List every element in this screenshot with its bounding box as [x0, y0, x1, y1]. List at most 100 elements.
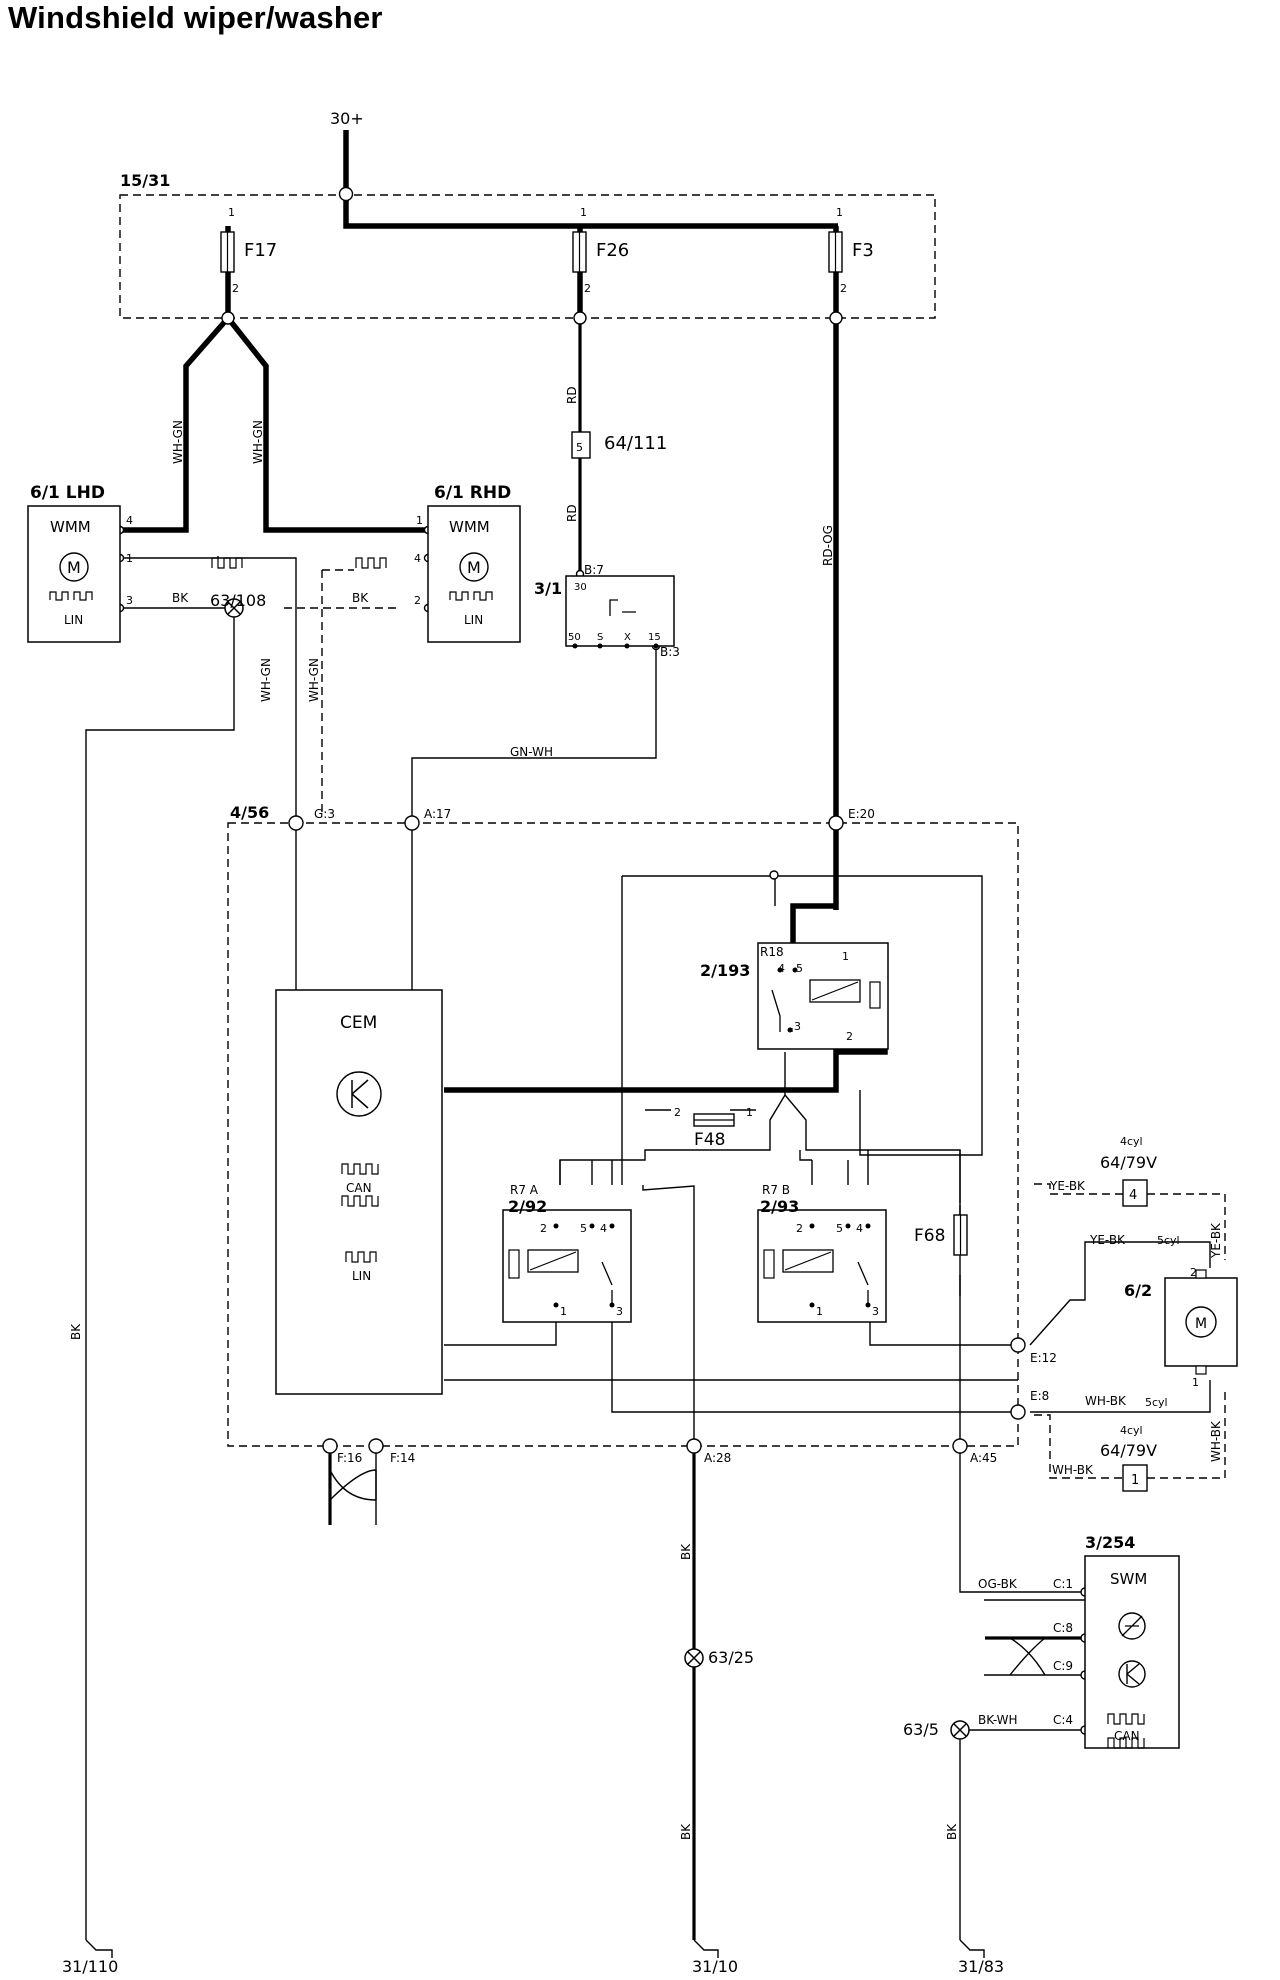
ign-pin-50: 50 — [568, 632, 581, 643]
cem-label: CEM — [340, 1013, 377, 1033]
pin-label: 1 — [416, 514, 423, 527]
fuse-f17 — [220, 231, 235, 273]
pin-label: 2 — [796, 1222, 803, 1235]
connector-c9-label: C:9 — [1053, 1659, 1073, 1673]
pin-label: 3 — [872, 1305, 879, 1318]
connector-e12-label: E:12 — [1030, 1351, 1057, 1365]
label-ignition: 3/1 — [534, 579, 562, 598]
label-f3: F3 — [852, 240, 874, 261]
wire-color-label: WH-GN — [307, 658, 321, 702]
wire-color-label: BK-WH — [978, 1713, 1018, 1727]
connector-e20-label: E:20 — [848, 807, 875, 821]
connector-f16 — [322, 1438, 338, 1454]
label-64-111: 64/111 — [604, 433, 667, 454]
label-cem-box: 4/56 — [230, 803, 269, 822]
wire-color-label: RD — [565, 504, 579, 522]
wh-bk-dashed — [1034, 1392, 1226, 1479]
connector-64-79v-bot: 1 — [1122, 1464, 1148, 1492]
pin-label: 2 — [540, 1222, 547, 1235]
label-31-83: 31/83 — [958, 1957, 1004, 1976]
label-f17: F17 — [244, 240, 277, 261]
connector-c4-label: C:4 — [1053, 1713, 1073, 1727]
pin-label: 5 — [836, 1222, 843, 1235]
ground-31-110 — [85, 1939, 113, 1958]
pin-label: 2 — [1190, 1266, 1197, 1279]
pin-label: 1 — [746, 1106, 753, 1119]
label-wmm-rhd: 6/1 RHD — [434, 483, 511, 503]
pin-label: 2 — [846, 1030, 853, 1043]
connector-c1-label: C:1 — [1053, 1577, 1073, 1591]
wmm-rhd-module — [427, 505, 521, 643]
connector-c8-label: C:8 — [1053, 1621, 1073, 1635]
can-twist-cem — [329, 1469, 377, 1501]
connector-64-111: 5 — [571, 431, 591, 459]
wire-color-label: WH-GN — [251, 420, 265, 464]
label-63-108: 63/108 — [210, 591, 266, 610]
cem-lin-label: LIN — [352, 1269, 371, 1283]
label-f48: F48 — [694, 1130, 725, 1150]
wire-color-label: YE-BK — [1049, 1179, 1086, 1193]
pin-label: 4 — [600, 1222, 607, 1235]
label-f26: F26 — [596, 240, 629, 261]
label-31-10: 31/10 — [692, 1957, 738, 1976]
svg-text:4: 4 — [1129, 1188, 1137, 1203]
label-2-93: 2/93 — [760, 1197, 799, 1216]
fuse-f3 — [828, 231, 843, 273]
diagram-title: Windshield wiper/washer — [8, 0, 383, 35]
can-twist-swm — [1009, 1637, 1046, 1676]
lin-rhd-label: LIN — [464, 613, 483, 627]
wire-color-label: YE-BK — [1089, 1233, 1126, 1247]
pin-label: 1 — [560, 1305, 567, 1318]
fusebox-boundary — [119, 194, 936, 319]
wire-color-label: BK — [172, 591, 189, 605]
wire-color-label: BK — [945, 1823, 959, 1840]
wire-30plus — [343, 130, 838, 229]
connector-f16-label: F:16 — [337, 1451, 362, 1465]
pump-motor-label: M — [1195, 1316, 1207, 1332]
label-31-110: 31/110 — [62, 1957, 118, 1976]
splice-63-25 — [684, 1648, 704, 1668]
wmm-lhd-module — [27, 505, 121, 643]
label-30plus: 30+ — [330, 109, 364, 128]
lin-pulse-lhd — [211, 557, 243, 569]
connector-g3 — [288, 815, 304, 831]
pin-label: 1 — [228, 206, 235, 219]
wire-color-label: BK — [352, 591, 369, 605]
lin-rhd-dashed — [280, 569, 396, 812]
wire-color-label: WH-BK — [1085, 1394, 1127, 1408]
cem-can-label: CAN — [346, 1181, 372, 1195]
label-4cyl-top: 4cyl — [1120, 1135, 1143, 1148]
ign-pin-30: 30 — [574, 582, 587, 593]
pin-f26-2 — [573, 311, 587, 325]
connector-a28-label: A:28 — [704, 1451, 731, 1465]
label-64-79v-bot: 64/79V — [1100, 1441, 1157, 1460]
connector-e8 — [1010, 1404, 1026, 1420]
wire-color-label: BK — [69, 1323, 83, 1340]
pin-label: 1 — [836, 206, 843, 219]
wmm-lhd-label: WMM — [50, 518, 91, 536]
relay-r7a — [502, 1209, 632, 1323]
cem-module — [275, 989, 443, 1395]
pin-label: 3 — [616, 1305, 623, 1318]
connector-a45-label: A:45 — [970, 1451, 997, 1465]
pin-label: 2 — [674, 1106, 681, 1119]
pin-label: 2 — [840, 282, 847, 295]
label-f68: F68 — [914, 1226, 945, 1246]
wire-color-label: WH-BK — [1052, 1463, 1094, 1477]
pin-label: 3 — [126, 594, 133, 607]
wire-wh-gn-rhd — [225, 316, 428, 533]
connector-f14 — [368, 1438, 384, 1454]
connector-g3-label: G:3 — [314, 807, 335, 821]
ground-31-10 — [693, 1939, 719, 1958]
connector-a45 — [952, 1438, 968, 1454]
wire-wh-gn-lhd — [120, 316, 231, 533]
label-r7a: R7 A — [510, 1183, 539, 1197]
wmm-rhd-label: WMM — [449, 518, 490, 536]
wire-color-label: BK — [679, 1543, 693, 1560]
fuse-f26 — [572, 231, 587, 273]
pin-label: 4 — [856, 1222, 863, 1235]
relay-r18 — [757, 942, 889, 1050]
label-wmm-lhd: 6/1 LHD — [30, 483, 105, 503]
wire-color-label: RD — [565, 386, 579, 404]
splice-63-108 — [224, 598, 244, 618]
